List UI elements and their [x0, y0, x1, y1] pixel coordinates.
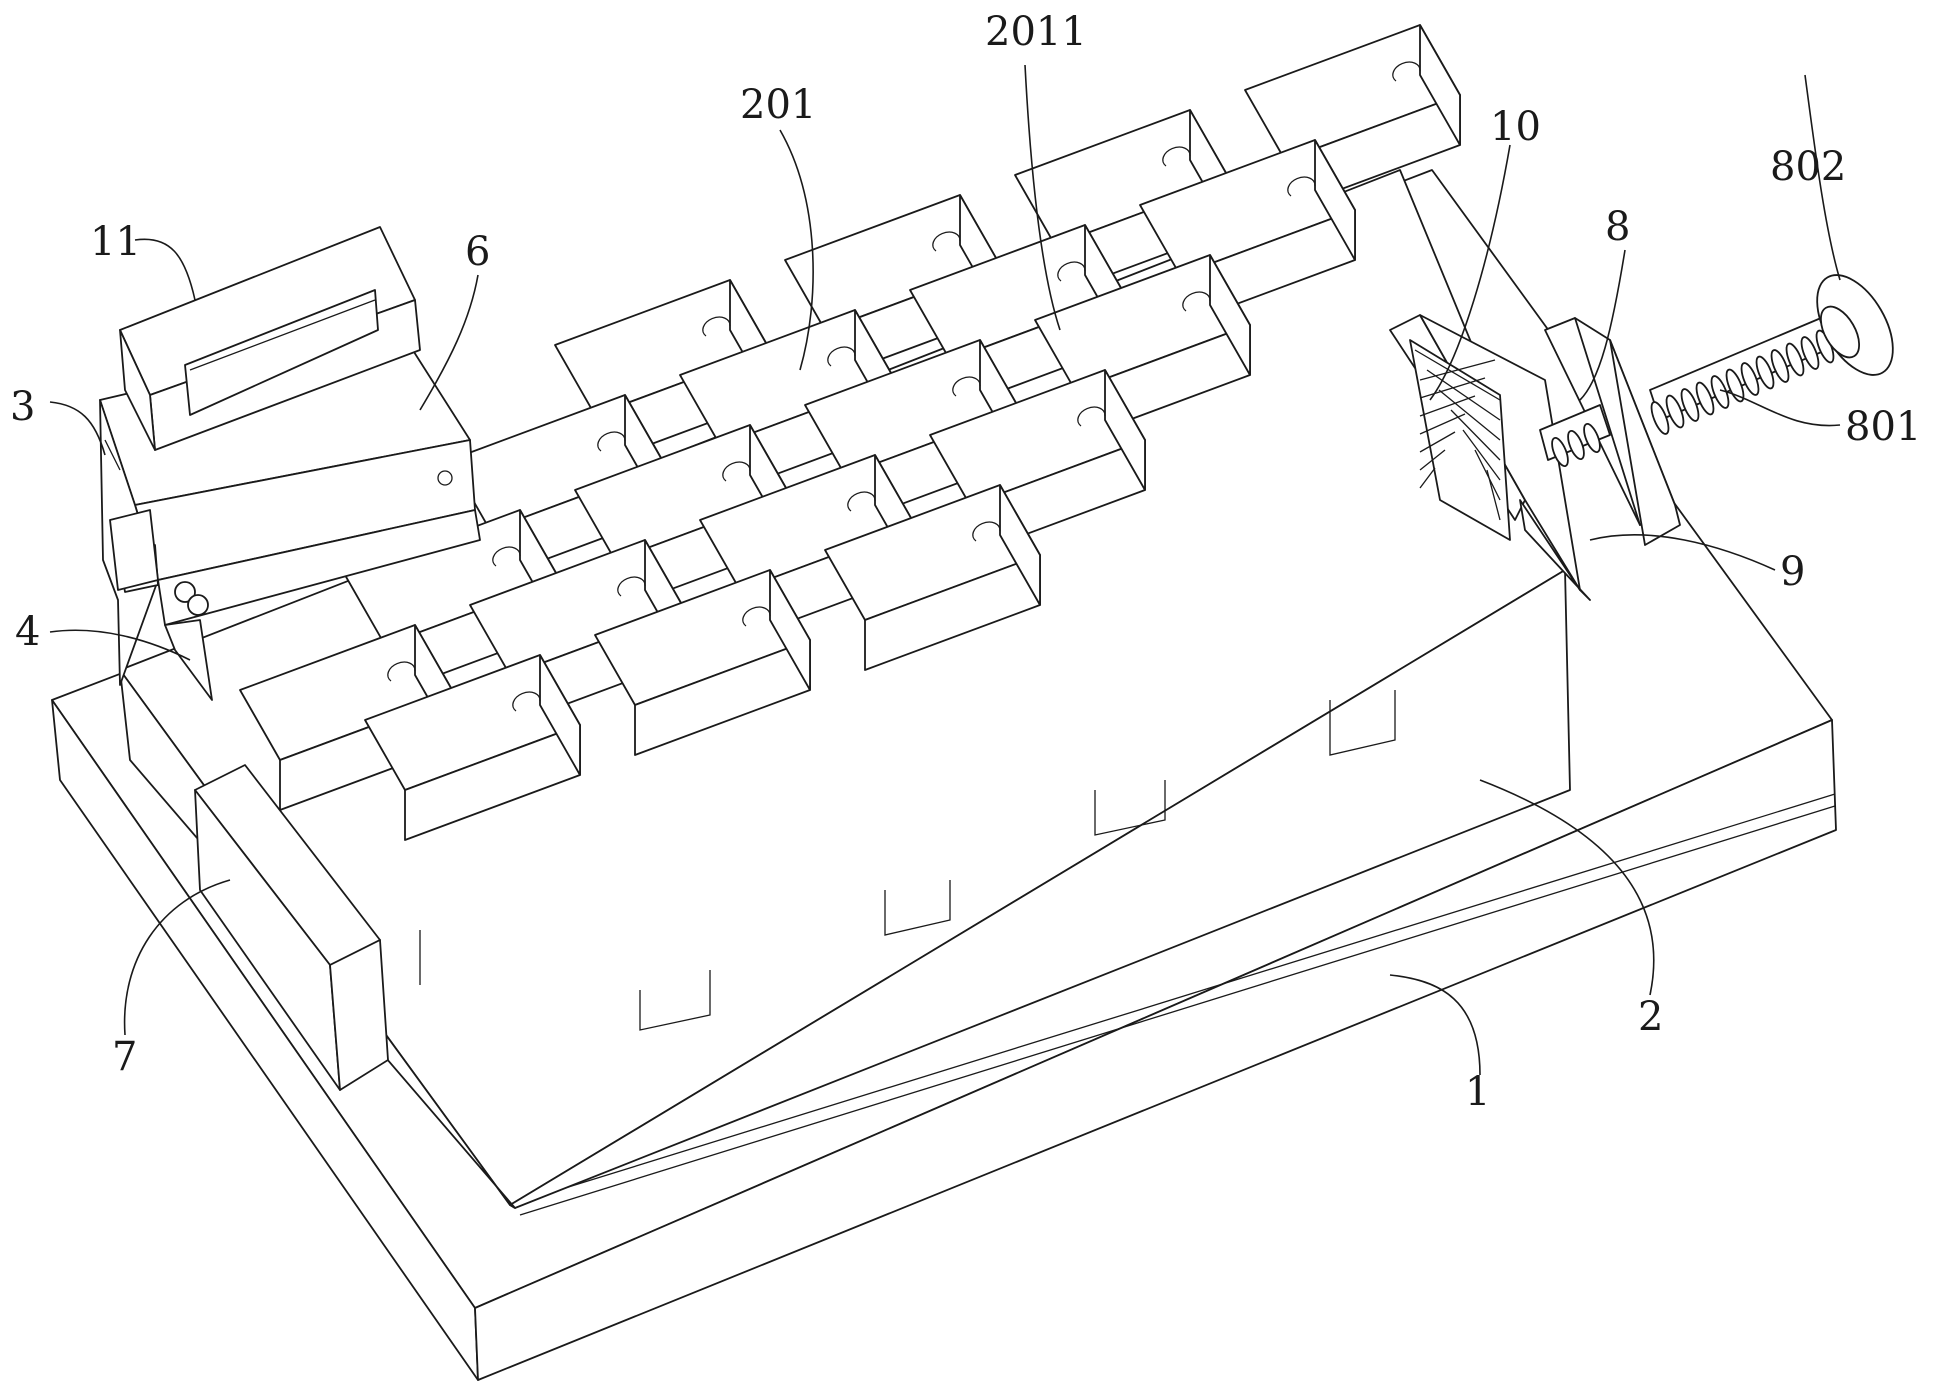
notch-hole [1057, 261, 1086, 282]
screw-knob [1816, 274, 1894, 376]
notch-hole [492, 546, 521, 567]
label-201: 201 [740, 82, 816, 128]
notch-hole [847, 491, 876, 512]
label-8: 8 [1605, 204, 1630, 250]
notch-hole [1077, 406, 1106, 427]
notch-hole [827, 346, 856, 367]
fixed-block [1544, 317, 1681, 546]
notch-hole [722, 461, 751, 482]
notch-hole [972, 521, 1001, 542]
label-1: 1 [1465, 1069, 1490, 1115]
notch-hole [952, 376, 981, 397]
notch-hole [617, 576, 646, 597]
leader-lines [49, 64, 1841, 1076]
cutter-holder [99, 329, 481, 701]
cavity-block-grid [239, 24, 1461, 841]
notch-hole [597, 431, 626, 452]
notch-hole [1287, 176, 1316, 197]
label-2011: 2011 [985, 9, 1087, 55]
label-3: 3 [10, 384, 35, 430]
cavity-block [824, 484, 1041, 671]
label-9: 9 [1780, 549, 1805, 595]
label-11: 11 [90, 219, 141, 265]
notch-hole [1182, 291, 1211, 312]
notch-hole [387, 661, 416, 682]
cavity-block [364, 654, 581, 841]
label-4: 4 [15, 609, 40, 655]
mesh-pattern [1414, 349, 1501, 521]
label-2: 2 [1638, 994, 1663, 1040]
label-6: 6 [465, 229, 490, 275]
label-801: 801 [1845, 404, 1921, 450]
notch-hole [932, 231, 961, 252]
notch-hole [1392, 61, 1421, 82]
cavity-block [594, 569, 811, 756]
side-clamp-plate [194, 764, 389, 1091]
handle-box [119, 226, 421, 451]
notch-hole [1162, 146, 1191, 167]
label-7: 7 [112, 1034, 137, 1080]
notch-hole [702, 316, 731, 337]
part-labels: 11 3 4 6 201 2011 10 8 802 801 9 2 1 7 [10, 9, 1921, 1115]
notch-hole [742, 606, 771, 627]
label-802: 802 [1770, 144, 1846, 190]
notch-hole [512, 691, 541, 712]
screw-thread [1551, 329, 1835, 467]
label-10: 10 [1490, 104, 1541, 150]
